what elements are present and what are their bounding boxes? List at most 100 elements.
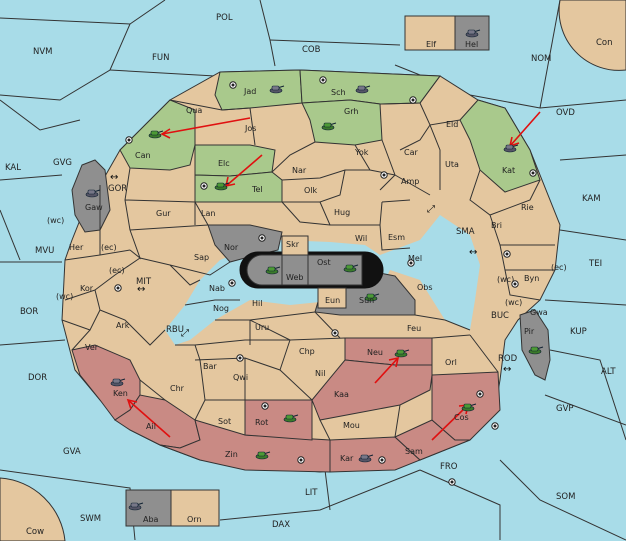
- province-eun[interactable]: [317, 287, 347, 309]
- province-con[interactable]: [558, 0, 626, 71]
- province-kat[interactable]: [459, 99, 541, 193]
- province-label-rot: Rot: [255, 418, 268, 427]
- supply-center: [319, 76, 327, 84]
- coast-label-kor-ec: (ec): [109, 266, 125, 275]
- province-grh[interactable]: [301, 99, 383, 146]
- province-label-qwi: Qwi: [233, 373, 248, 382]
- province-label-pir: Pir: [524, 327, 535, 336]
- province-label-her: Her: [69, 243, 84, 252]
- province-label-jad: Jad: [243, 87, 256, 96]
- sea-label-alt: ALT: [601, 367, 616, 377]
- coast-label-byn-ec: (ec): [551, 263, 567, 272]
- move-arrow: [509, 111, 541, 147]
- supply-center: [378, 456, 386, 464]
- sea-label-ovd: OVD: [556, 108, 575, 118]
- province-label-amp: Amp: [401, 177, 419, 186]
- supply-center: [200, 182, 208, 190]
- sea-label-rod: ROD: [498, 354, 518, 364]
- province-label-ver: Ver: [85, 343, 99, 352]
- transit-marker-gor: ↔: [110, 172, 118, 183]
- supply-center: [258, 234, 266, 242]
- province-label-wil: Wil: [355, 234, 367, 243]
- sea-label-rbu: RBU: [166, 325, 184, 335]
- move-arrow: [431, 404, 469, 441]
- province-label-tel: Tel: [251, 185, 263, 194]
- province-labels: Elf Hel Jad Sch Qua Jos Grh Can Eld Yok …: [69, 40, 548, 524]
- land-borders: [61, 75, 555, 441]
- sea-label-gvg: GVG: [53, 158, 72, 168]
- province-label-skr: Skr: [286, 240, 300, 249]
- province-label-bri: Bri: [491, 221, 502, 230]
- province-label-kar: Kar: [340, 454, 354, 463]
- sea-label-tei: TEI: [588, 259, 602, 269]
- move-arrow: [374, 357, 399, 384]
- supply-center: [125, 136, 133, 144]
- province-label-gur: Gur: [156, 209, 171, 218]
- supply-center: [448, 478, 456, 486]
- sea-label-nvm: NVM: [33, 47, 53, 57]
- province-elf[interactable]: [404, 15, 456, 51]
- supply-center: [503, 250, 511, 258]
- province-label-hil: Hil: [252, 299, 262, 308]
- province-label-obs: Obs: [417, 283, 433, 292]
- coast-label-byn-wc: (wc): [497, 275, 514, 284]
- province-label-nar: Nar: [292, 166, 307, 175]
- supply-center: [529, 169, 537, 177]
- supply-center: [229, 81, 237, 89]
- province-kar[interactable]: [329, 436, 421, 473]
- sea-labels: POL NVM FUN COB NOM Con OVD KAL GVG KAM …: [5, 13, 616, 537]
- province-label-bar: Bar: [203, 362, 217, 371]
- coast-label-kor-wc: (wc): [56, 292, 73, 301]
- province-orn[interactable]: [170, 489, 220, 527]
- province-label-chr: Chr: [170, 384, 185, 393]
- province-label-sot: Sot: [218, 417, 231, 426]
- move-arrow: [225, 154, 263, 187]
- province-rot[interactable]: [244, 399, 313, 441]
- move-arrows: [126, 111, 541, 441]
- province-label-esm: Esm: [388, 233, 405, 242]
- province-label-ost: Ost: [317, 258, 331, 267]
- province-label-car: Car: [404, 148, 418, 157]
- sea-label-fun: FUN: [152, 53, 169, 63]
- province-label-mel: Mel: [408, 254, 422, 263]
- sea-label-con: Con: [596, 38, 613, 48]
- province-label-kaa: Kaa: [334, 390, 349, 399]
- sea-label-pol: POL: [216, 13, 233, 23]
- province-label-zin: Zin: [225, 450, 238, 459]
- coast-label-her-wc: (wc): [47, 216, 64, 225]
- province-elc[interactable]: [194, 144, 276, 177]
- province-cow[interactable]: [0, 477, 66, 541]
- sea-label-cow: Cow: [26, 527, 44, 537]
- province-label-hel: Hel: [465, 40, 478, 49]
- province-label-feu: Feu: [407, 324, 421, 333]
- province-label-uta: Uta: [445, 160, 459, 169]
- coast-label-her-ec: (ec): [101, 243, 117, 252]
- province-tel[interactable]: [194, 171, 283, 203]
- province-sch[interactable]: [299, 69, 441, 105]
- province-label-aba: Aba: [143, 515, 159, 524]
- sea-label-sma: SMA: [456, 227, 475, 237]
- province-label-grh: Grh: [344, 107, 358, 116]
- province-label-ark: Ark: [116, 321, 130, 330]
- supply-center: [409, 96, 417, 104]
- sea-label-kup: KUP: [570, 327, 587, 337]
- province-label-neu: Neu: [367, 348, 383, 357]
- supply-center: [114, 284, 122, 292]
- province-label-byn: Byn: [524, 274, 539, 283]
- province-label-nil: Nil: [315, 369, 325, 378]
- sea-label-fro: FRO: [440, 462, 458, 472]
- province-jad[interactable]: [214, 69, 303, 111]
- sea-label-buc: BUC: [491, 311, 509, 321]
- province-label-ken: Ken: [113, 389, 128, 398]
- province-pir[interactable]: [519, 309, 551, 381]
- province-label-sch: Sch: [331, 88, 346, 97]
- supply-center: [261, 402, 269, 410]
- province-label-uru: Uru: [255, 323, 269, 332]
- province-skr[interactable]: [281, 235, 309, 256]
- province-label-cos: Cos: [454, 413, 469, 422]
- move-arrow: [127, 399, 171, 438]
- province-label-elf: Elf: [426, 40, 436, 49]
- supply-center: [491, 422, 499, 430]
- province-label-chp: Chp: [299, 347, 315, 356]
- supply-center: [476, 390, 484, 398]
